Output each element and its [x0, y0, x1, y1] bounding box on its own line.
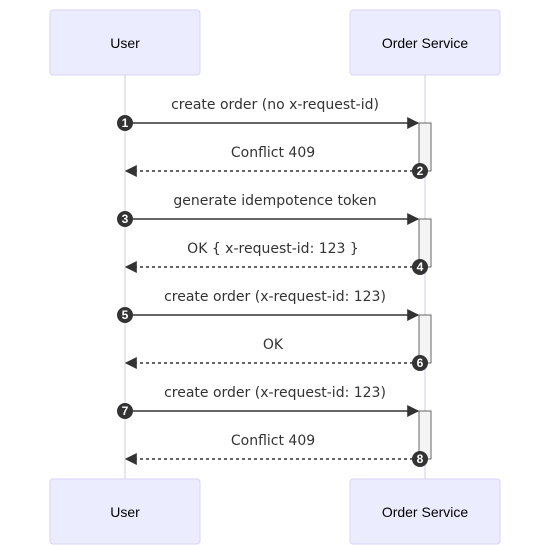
- message-label: Conflict 409: [231, 145, 315, 161]
- sequence-number: 4: [417, 260, 424, 274]
- sequence-number-badge: [412, 163, 428, 179]
- sequence-number: 1: [122, 116, 129, 130]
- sequence-number: 3: [122, 212, 129, 226]
- actor-user-top-label: User: [110, 35, 140, 51]
- actor-user-top: User: [49, 9, 201, 76]
- actor-order-service-bottom: Order Service: [349, 478, 501, 545]
- sequence-number-badge: [117, 211, 133, 227]
- actor-order-service-top-label: Order Service: [382, 35, 469, 51]
- message-label: OK { x-request-id: 123 }: [187, 241, 359, 257]
- message-label: Conflict 409: [231, 433, 315, 449]
- message-1: create order (no x-request-id) 1: [117, 97, 420, 131]
- message-2: Conflict 409 2: [124, 145, 428, 179]
- sequence-number: 8: [417, 452, 424, 466]
- sequence-number: 5: [122, 308, 129, 322]
- sequence-number: 7: [122, 404, 129, 418]
- sequence-number: 6: [417, 356, 424, 370]
- actor-order-service-bottom-label: Order Service: [382, 504, 469, 520]
- actor-user-bottom-label: User: [110, 504, 140, 520]
- sequence-number-badge: [117, 115, 133, 131]
- sequence-number-badge: [412, 451, 428, 467]
- actor-order-service-top: Order Service: [349, 9, 501, 76]
- sequence-number-badge: [412, 355, 428, 371]
- message-label: create order (x-request-id: 123): [164, 289, 386, 305]
- message-label: create order (no x-request-id): [171, 97, 379, 113]
- actor-user-bottom: User: [49, 478, 201, 545]
- sequence-number-badge: [412, 259, 428, 275]
- message-6: OK 6: [124, 337, 428, 371]
- message-label: create order (x-request-id: 123): [164, 385, 386, 401]
- message-4: OK { x-request-id: 123 } 4: [124, 241, 428, 275]
- message-7: create order (x-request-id: 123) 7: [117, 385, 420, 419]
- message-5: create order (x-request-id: 123) 5: [117, 289, 420, 323]
- message-3: generate idempotence token 3: [117, 193, 420, 227]
- sequence-number-badge: [117, 403, 133, 419]
- message-8: Conflict 409 8: [124, 433, 428, 467]
- message-label: generate idempotence token: [173, 193, 376, 209]
- sequence-number: 2: [417, 164, 424, 178]
- message-label: OK: [263, 337, 284, 353]
- sequence-number-badge: [117, 307, 133, 323]
